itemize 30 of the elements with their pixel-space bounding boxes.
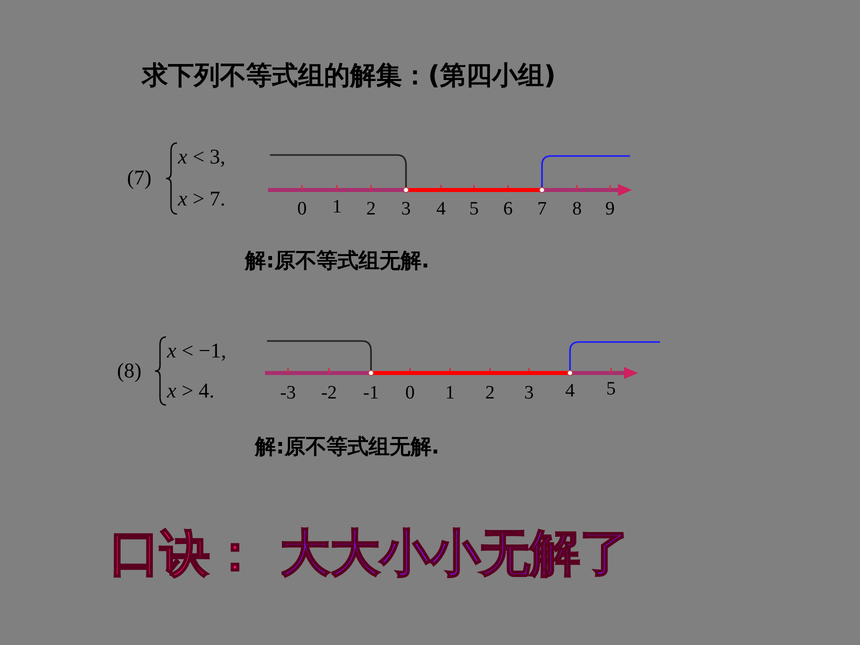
tick-label: 0 <box>405 384 415 402</box>
tick-label: 4 <box>565 382 575 400</box>
tick-label: 7 <box>537 200 547 218</box>
tick-label: 4 <box>436 200 446 218</box>
tick-label: 8 <box>572 200 582 218</box>
tick-label: -2 <box>321 384 337 402</box>
tick-label: 2 <box>485 384 495 402</box>
tick-label: 5 <box>469 200 479 218</box>
mnemonic-label: 口诀： <box>110 528 260 578</box>
problem-number: (8) <box>117 360 142 382</box>
tick-label: 3 <box>401 200 411 218</box>
tick-label: -3 <box>280 384 296 402</box>
tick-label: 1 <box>332 198 342 216</box>
tick-label: 2 <box>366 200 376 218</box>
tick-label: 3 <box>524 384 534 402</box>
tick-label: 6 <box>503 200 513 218</box>
inequality: x > 4. <box>167 380 214 402</box>
tick-label: 5 <box>606 380 616 398</box>
mnemonic-text: 大大小小无解了 <box>280 528 630 578</box>
solution-text: 解:原不等式组无解. <box>245 250 430 272</box>
title: 求下列不等式组的解集：(第四小组) <box>142 63 556 89</box>
inequality: x < 3, <box>178 146 226 168</box>
tick-label: 0 <box>297 200 307 218</box>
tick-label: -1 <box>363 384 379 402</box>
inequality: x > 7. <box>178 188 226 210</box>
tick-label: 1 <box>445 384 455 402</box>
solution-text: 解:原不等式组无解. <box>255 436 440 458</box>
problem-number: (7) <box>127 168 152 188</box>
tick-label: 9 <box>605 200 615 218</box>
inequality: x < −1, <box>167 340 226 362</box>
